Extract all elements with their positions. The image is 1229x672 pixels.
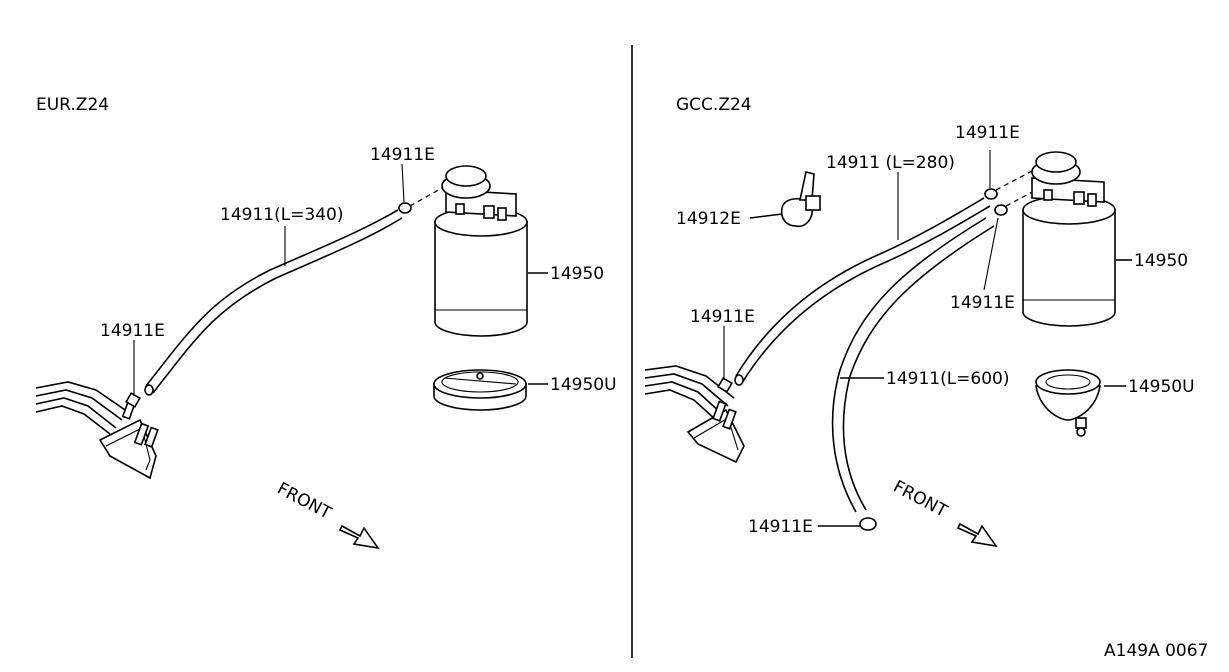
right-clamp-bottom (859, 517, 877, 531)
right-label-clamp-left: 14911E (690, 307, 755, 327)
left-front-indicator: FRONT (274, 479, 380, 550)
right-clamp-mid (994, 204, 1008, 216)
right-clip (780, 171, 821, 228)
right-bracket (1035, 369, 1101, 437)
left-label-bracket: 14950U (550, 375, 617, 395)
right-hose-600 (831, 217, 987, 513)
right-label-clamp-bottom: 14911E (748, 517, 813, 537)
left-clamp-top (398, 202, 412, 214)
front-arrow-icon (956, 522, 998, 548)
right-variant-title: GCC.Z24 (676, 95, 752, 115)
right-label-hose-long: 14911(L=600) (886, 369, 1010, 389)
right-front-label: FRONT (890, 477, 951, 522)
left-pipe-bundle (35, 381, 159, 480)
right-canister (1022, 151, 1116, 327)
right-label-canister: 14950 (1134, 251, 1188, 271)
right-clamp-left (717, 377, 733, 393)
right-front-indicator: FRONT (890, 477, 998, 548)
left-hose-340 (145, 209, 399, 387)
left-variant-title: EUR.Z24 (36, 95, 109, 115)
left-label-clamp-top: 14911E (370, 145, 435, 165)
right-panel: GCC.Z24 (644, 95, 1195, 548)
left-front-label: FRONT (274, 479, 335, 524)
left-panel: EUR.Z24 (35, 95, 617, 550)
right-hose-280 (735, 197, 985, 377)
left-hose-end (144, 384, 154, 396)
right-clamp-top (984, 188, 998, 200)
right-label-hose-short: 14911 (L=280) (826, 153, 955, 173)
right-label-clip: 14912E (676, 209, 741, 229)
left-clamp-bottom (125, 392, 141, 408)
left-label-hose: 14911(L=340) (220, 205, 344, 225)
left-bracket (433, 369, 527, 411)
left-canister (434, 165, 528, 337)
diagram-code: A149A 0067 (1104, 641, 1208, 661)
right-label-clamp-mid: 14911E (950, 293, 1015, 313)
right-label-bracket: 14950U (1128, 377, 1195, 397)
front-arrow-icon (338, 524, 380, 550)
right-pipe-bundle (644, 365, 745, 464)
left-label-canister: 14950 (550, 264, 604, 284)
right-label-clamp-top: 14911E (955, 123, 1020, 143)
left-label-clamp-left: 14911E (100, 321, 165, 341)
